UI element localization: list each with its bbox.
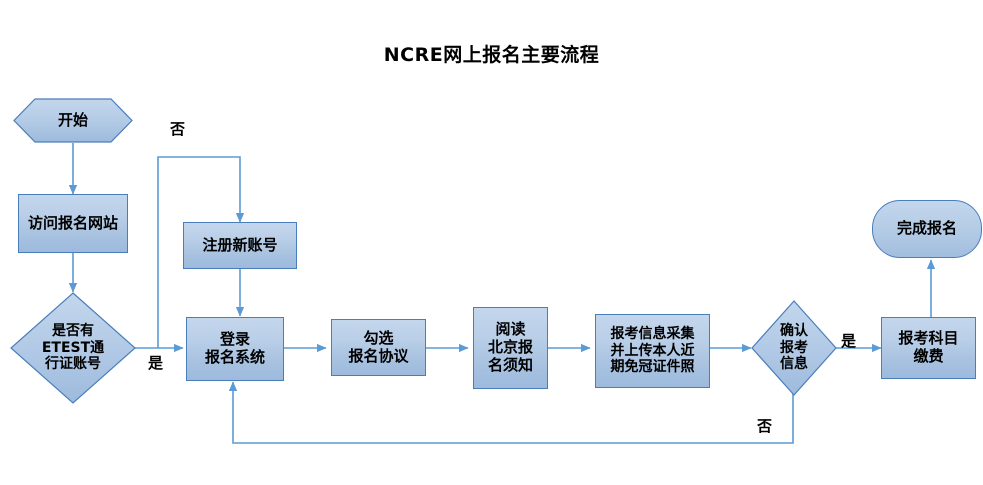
node-finish-label: 完成报名 [896, 219, 957, 238]
node-finish[interactable]: 完成报名 [872, 200, 982, 258]
node-agree-agreement-label: 勾选 报名协议 [348, 328, 409, 365]
node-visit-website[interactable]: 访问报名网站 [18, 194, 128, 253]
edge-label-yes-pay: 是 [841, 332, 857, 350]
node-pay-fees[interactable]: 报考科目 缴费 [881, 317, 976, 379]
edge-decision-no-to-register [157, 156, 245, 348]
node-agree-agreement[interactable]: 勾选 报名协议 [331, 319, 426, 376]
node-register-account-label: 注册新账号 [202, 235, 278, 254]
node-read-notice-label: 阅读 北京报 名须知 [487, 320, 533, 374]
page-title: NCRE网上报名主要流程 [383, 44, 600, 66]
node-register-account[interactable]: 注册新账号 [183, 222, 297, 269]
edge-label-no-register: 否 [170, 120, 186, 138]
node-login-system[interactable]: 登录 报名系统 [186, 317, 284, 381]
node-collect-info[interactable]: 报考信息采集 并上传本人近 期免冠证件照 [595, 314, 710, 388]
edge-label-yes-login: 是 [148, 354, 164, 372]
node-visit-website-label: 访问报名网站 [27, 213, 118, 232]
node-decision-has-etest-account[interactable]: 是否有 ETEST通 行证账号 [10, 292, 136, 404]
edge-confirm-no-to-login [228, 381, 794, 444]
node-pay-fees-label: 报考科目 缴费 [898, 329, 959, 365]
node-start[interactable]: 开始 [13, 98, 133, 143]
node-login-system-label: 登录 报名系统 [204, 330, 265, 366]
node-read-notice[interactable]: 阅读 北京报 名须知 [473, 307, 548, 389]
edge-label-no-back: 否 [757, 417, 773, 435]
node-decision-confirm-info[interactable]: 确认 报考 信息 [751, 300, 837, 396]
node-collect-info-label: 报考信息采集 并上传本人近 期免冠证件照 [610, 326, 695, 376]
